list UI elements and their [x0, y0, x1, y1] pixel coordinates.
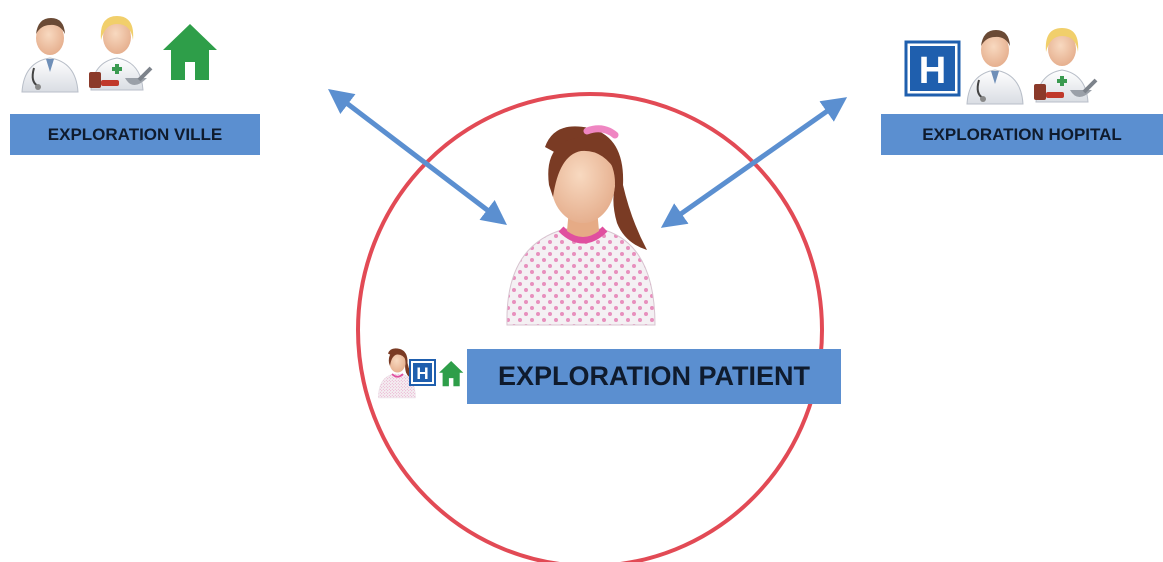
doctor-icon — [21, 18, 79, 93]
patient-circle — [356, 92, 824, 562]
label-exploration-ville: EXPLORATION VILLE — [10, 114, 260, 155]
label-exploration-hopital-text: EXPLORATION HOPITAL — [922, 124, 1122, 144]
label-exploration-ville-text: EXPLORATION VILLE — [47, 124, 223, 144]
label-exploration-hopital: EXPLORATION HOPITAL — [881, 114, 1163, 155]
arrow-hopital-patient — [660, 97, 848, 228]
hospital-sign-letter: H — [416, 364, 428, 383]
house-icon — [439, 361, 464, 387]
arrow-ville-patient — [328, 88, 507, 226]
pharmacist-icon — [1034, 28, 1098, 103]
pharmacist-icon — [89, 16, 153, 91]
hospital-sign-icon: H — [904, 40, 961, 97]
label-exploration-patient-text: EXPLORATION PATIENT — [497, 361, 810, 391]
doctor-icon — [966, 30, 1024, 105]
patient-icon — [506, 125, 656, 326]
hospital-sign-icon: H — [409, 359, 436, 386]
label-exploration-patient: EXPLORATION PATIENT — [467, 349, 841, 404]
hospital-sign-letter: H — [919, 50, 946, 92]
patient-icon — [378, 348, 416, 399]
house-icon — [163, 24, 217, 80]
